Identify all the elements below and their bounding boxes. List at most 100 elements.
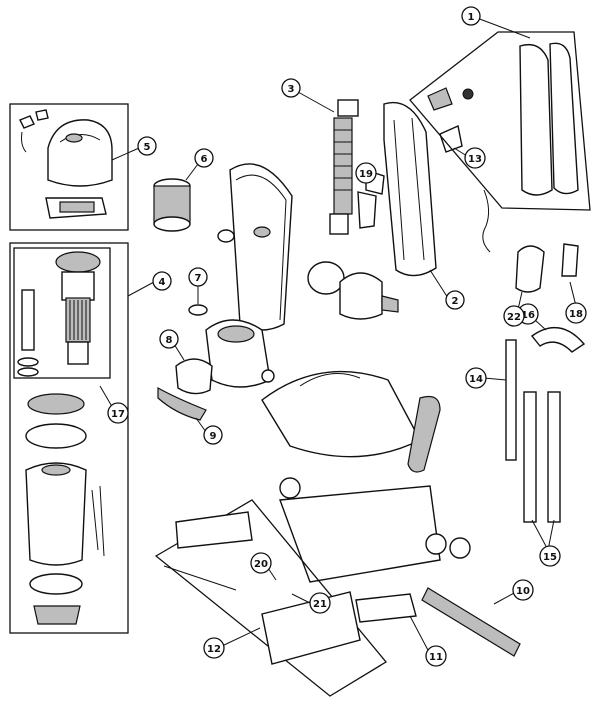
callout-22-label: 22 (507, 312, 521, 323)
part-15-wand-b (547, 391, 561, 523)
motor-housing (205, 319, 275, 388)
leader-4 (127, 281, 155, 297)
filter-bottom (153, 216, 191, 232)
callout-11-label: 11 (429, 652, 443, 663)
seal-ring-a (27, 393, 85, 415)
callout-18: 18 (565, 302, 587, 324)
axle-rod (163, 565, 237, 591)
pleats (69, 300, 87, 340)
motor-assembly (307, 261, 399, 320)
callout-17-label: 17 (111, 409, 125, 420)
leader-8 (173, 343, 185, 361)
callout-1: 1 (461, 6, 481, 26)
rear-housing-edge (235, 174, 287, 321)
part-14-wand (505, 339, 517, 461)
callout-20: 20 (250, 552, 272, 574)
callout-7-label: 7 (195, 273, 202, 284)
callout-20-label: 20 (254, 559, 268, 570)
part-8-cover (175, 358, 213, 395)
callout-5-label: 5 (144, 142, 151, 153)
base-hose (407, 395, 441, 473)
callout-9: 9 (203, 425, 223, 445)
part-16-elbow (530, 327, 586, 353)
dust-cup-base (33, 605, 81, 625)
callout-13-label: 13 (468, 154, 482, 165)
callout-7: 7 (188, 267, 208, 287)
dust-cup-rods (91, 485, 105, 557)
leader-9 (195, 417, 207, 433)
callout-12-label: 12 (207, 644, 221, 655)
base-cover-ridge (299, 373, 361, 387)
callout-16-label: 16 (521, 310, 535, 321)
callout-5: 5 (137, 136, 157, 156)
rod-part (21, 289, 35, 351)
dust-cup (25, 462, 87, 566)
small-clip-a (19, 115, 35, 129)
cyclone-body (61, 271, 95, 301)
seal-ring-b (25, 423, 87, 449)
callout-2-label: 2 (452, 296, 459, 307)
callout-14: 14 (465, 367, 487, 389)
callout-6-label: 6 (201, 154, 208, 165)
callout-22: 22 (503, 305, 525, 327)
leader-12 (221, 627, 261, 647)
callouts: 1 2 3 4 5 6 7 8 9 10 11 12 13 14 15 16 1… (107, 6, 587, 667)
leader-20 (267, 567, 277, 581)
part-6-filter (153, 178, 191, 232)
power-cord (482, 189, 491, 253)
part-15-wand-a (523, 391, 537, 523)
leader-11 (409, 615, 431, 655)
leader-2 (429, 269, 449, 299)
leader-1 (476, 17, 531, 39)
base-top-cover (261, 370, 421, 458)
part-9-clip (157, 386, 207, 421)
leader-15 (531, 519, 555, 551)
leader-3 (297, 91, 335, 113)
small-clip-b (35, 109, 49, 121)
part-10-brushroll (421, 587, 521, 657)
part-13-switch (439, 125, 463, 153)
callout-14-label: 14 (469, 374, 483, 385)
motor-gasket (307, 261, 345, 295)
callout-2: 2 (445, 290, 465, 310)
part-22-tool (515, 245, 545, 293)
leader-14 (483, 377, 507, 381)
part-11-belt (355, 593, 417, 623)
box-5-frame (9, 103, 129, 231)
part-3-hose (329, 99, 359, 235)
part-2-frame (365, 101, 437, 277)
lid-latch (65, 133, 83, 143)
handle-screw (462, 88, 474, 100)
leader-13 (453, 147, 468, 157)
rod-ring-1 (17, 357, 39, 367)
grommet (217, 229, 235, 243)
group-1-box (409, 31, 591, 211)
part-7-cap (188, 304, 208, 316)
callout-8: 8 (159, 329, 179, 349)
handle-left (519, 43, 553, 196)
leader-6 (185, 163, 199, 181)
group-12-box (154, 499, 417, 697)
base-foot (261, 370, 441, 473)
base-plate (279, 477, 471, 583)
cyclone-top (55, 251, 101, 273)
hose-ribs (334, 129, 352, 191)
frame-ribs (393, 117, 425, 261)
callout-19: 19 (355, 162, 377, 184)
callout-18-label: 18 (569, 309, 583, 320)
handle-hinge (427, 87, 453, 111)
base-wheel-right-a (425, 533, 447, 555)
hose-cuff-bottom (329, 213, 349, 235)
bottom-ring (29, 573, 83, 595)
base-wheel-right-b (449, 537, 471, 559)
callout-10: 10 (512, 579, 534, 601)
callout-17: 17 (107, 402, 129, 424)
dust-cup-lid (47, 119, 113, 187)
base-plate-body (279, 485, 441, 583)
filter-base (67, 341, 89, 365)
motor-knob (261, 369, 275, 383)
callout-21-label: 21 (313, 599, 327, 610)
callout-8-label: 8 (166, 335, 173, 346)
